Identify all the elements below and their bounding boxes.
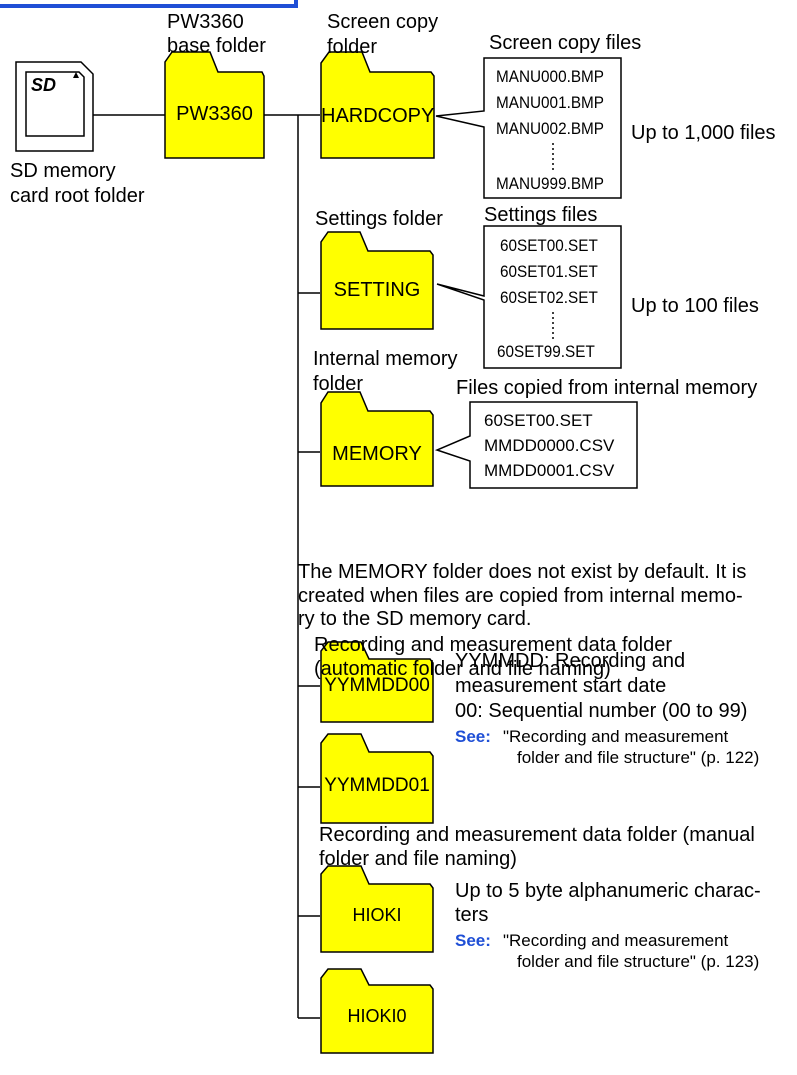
yymmdd00-folder-label[interactable]: YYMMDD00 xyxy=(324,675,430,696)
hioki0-folder-icon xyxy=(320,968,434,1054)
setting-file: 60SET00.SET xyxy=(500,236,598,255)
memory-caption-line2: folder xyxy=(313,373,364,395)
hardcopy-caption-line1: Screen copy xyxy=(327,11,439,33)
auto-folders-see-ref-line2[interactable]: folder and file structure" (p. 122) xyxy=(517,748,760,767)
setting-file: 60SET02.SET xyxy=(500,288,598,307)
base-folder-caption-line1: PW3360 xyxy=(167,11,244,33)
hardcopy-folder-label[interactable]: HARDCOPY xyxy=(321,105,435,127)
setting-caption: Settings folder xyxy=(315,208,443,230)
setting-count-note: Up to 100 files xyxy=(631,295,759,317)
memory-folder-icon xyxy=(320,391,434,487)
yymmdd01-folder-label[interactable]: YYMMDD01 xyxy=(324,775,430,796)
hioki-folder-label[interactable]: HIOKI xyxy=(352,905,402,925)
auto-folders-see-label: See: xyxy=(455,727,491,746)
sd-card-caption-line1: SD memory xyxy=(10,160,116,182)
manual-folders-caption-line1: Recording and measurement data folder (m… xyxy=(319,824,755,846)
auto-folders-desc-line1: YYMMDD: Recording and xyxy=(455,650,686,672)
memory-note-line1: The MEMORY folder does not exist by defa… xyxy=(298,561,747,583)
setting-file: 60SET01.SET xyxy=(500,262,598,281)
manual-folders-desc-line2: ters xyxy=(455,904,489,926)
hardcopy-file: MANU002.BMP xyxy=(496,119,604,138)
hardcopy-count-note: Up to 1,000 files xyxy=(631,122,776,144)
auto-folders-caption-line1: Recording and measurement data folder xyxy=(314,634,672,656)
manual-folders-desc-line1: Up to 5 byte alphanumeric charac- xyxy=(455,880,761,902)
manual-folders-caption-line2: folder and file naming) xyxy=(319,848,517,870)
memory-file: MMDD0001.CSV xyxy=(484,461,615,480)
hardcopy-caption-line2: folder xyxy=(327,36,378,58)
memory-note-line3: ry to the SD memory card. xyxy=(298,608,532,630)
auto-folders-caption-line2: (automatic folder and file naming) xyxy=(314,658,611,680)
memory-caption-line1: Internal memory xyxy=(313,348,458,370)
manual-folders-see-ref-line1[interactable]: "Recording and measurement xyxy=(503,931,729,950)
sd-logo: SD xyxy=(31,75,56,95)
manual-folders-see-ref-line2[interactable]: folder and file structure" (p. 123) xyxy=(517,952,760,971)
hardcopy-file: MANU000.BMP xyxy=(496,67,604,86)
hardcopy-files-title: Screen copy files xyxy=(489,32,642,54)
memory-file: MMDD0000.CSV xyxy=(484,436,615,455)
memory-files-title: Files copied from internal memory xyxy=(456,377,758,399)
auto-folders-see-ref-line1[interactable]: "Recording and measurement xyxy=(503,727,729,746)
sd-card-caption-line2: card root folder xyxy=(10,185,145,207)
tree-connectors xyxy=(93,114,320,1019)
yymmdd00-folder-icon xyxy=(320,641,434,723)
memory-note-line2: created when files are copied from inter… xyxy=(298,585,743,607)
auto-folders-desc-line3: 00: Sequential number (00 to 99) xyxy=(455,700,748,722)
memory-files-box xyxy=(434,401,638,489)
setting-file: 60SET99.SET xyxy=(497,342,595,361)
hardcopy-folder-icon xyxy=(320,51,435,159)
memory-folder-label[interactable]: MEMORY xyxy=(332,443,422,465)
setting-files-title: Settings files xyxy=(484,204,598,226)
yymmdd01-folder-icon xyxy=(320,733,434,824)
setting-folder-label[interactable]: SETTING xyxy=(333,279,421,301)
hardcopy-file: MANU999.BMP xyxy=(496,174,604,193)
setting-folder-icon xyxy=(320,231,434,330)
memory-file: 60SET00.SET xyxy=(484,411,593,430)
top-header-bar-inner xyxy=(0,0,294,4)
base-folder-caption-line2: base folder xyxy=(167,35,266,57)
hioki0-folder-label[interactable]: HIOKI0 xyxy=(347,1006,407,1026)
hioki-folder-icon xyxy=(320,865,434,953)
hardcopy-file: MANU001.BMP xyxy=(496,93,604,112)
pw3360-folder-icon xyxy=(164,51,265,159)
manual-folders-see-label: See: xyxy=(455,931,491,950)
sd-card-icon xyxy=(15,61,94,152)
hardcopy-files-box xyxy=(435,57,622,199)
setting-files-box xyxy=(436,225,622,369)
base-folder-label[interactable]: PW3360 xyxy=(176,103,253,125)
auto-folders-desc-line2: measurement start date xyxy=(455,675,667,697)
